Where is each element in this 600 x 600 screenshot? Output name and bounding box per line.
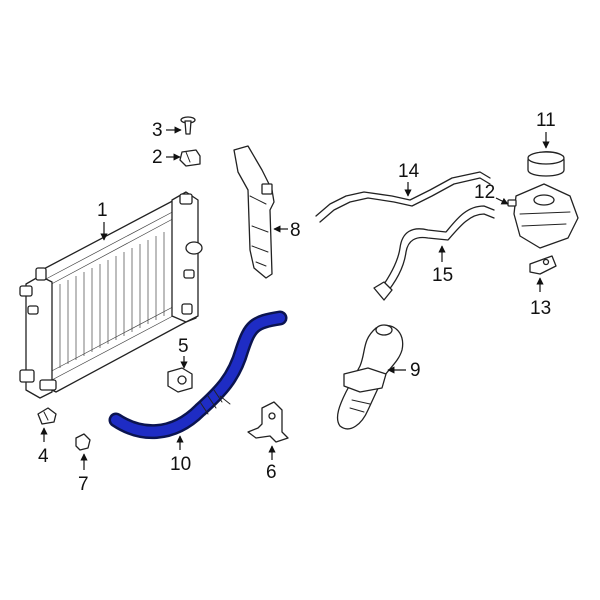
callouts: 1 2 3 4 5 6 7 8 9 10 11 12 13 14 15 <box>38 110 556 495</box>
overflow-tube-14[interactable] <box>315 171 491 223</box>
callout-2: 2 <box>152 147 163 168</box>
callout-5: 5 <box>178 336 189 357</box>
radiator[interactable] <box>19 191 203 399</box>
callout-9: 9 <box>410 360 421 381</box>
hose-9[interactable] <box>336 324 404 430</box>
callout-15: 15 <box>432 265 453 286</box>
clip-2[interactable] <box>179 149 201 167</box>
callout-6: 6 <box>266 462 277 483</box>
air-guide-8[interactable] <box>233 145 275 279</box>
reservoir-cap-11[interactable] <box>527 151 565 177</box>
callout-7: 7 <box>78 474 89 495</box>
callout-10: 10 <box>170 454 191 475</box>
callout-12: 12 <box>474 182 495 203</box>
callout-13: 13 <box>530 298 551 319</box>
push-pin-3[interactable] <box>180 116 196 135</box>
callout-3: 3 <box>152 120 163 141</box>
callout-4: 4 <box>38 446 49 467</box>
callout-14: 14 <box>398 161 420 182</box>
bypass-hose-15[interactable] <box>373 205 495 301</box>
plug-7[interactable] <box>75 433 91 451</box>
bracket-6[interactable] <box>247 401 289 443</box>
mount-4[interactable] <box>37 407 57 425</box>
reservoir-bracket-13[interactable] <box>529 255 557 275</box>
mount-bracket-5[interactable] <box>167 367 193 393</box>
callout-8: 8 <box>290 220 301 241</box>
coolant-reservoir-12[interactable] <box>507 183 579 249</box>
callout-11: 11 <box>536 110 556 131</box>
radiator-hose-10[interactable] <box>108 310 288 440</box>
callout-1: 1 <box>97 200 108 221</box>
